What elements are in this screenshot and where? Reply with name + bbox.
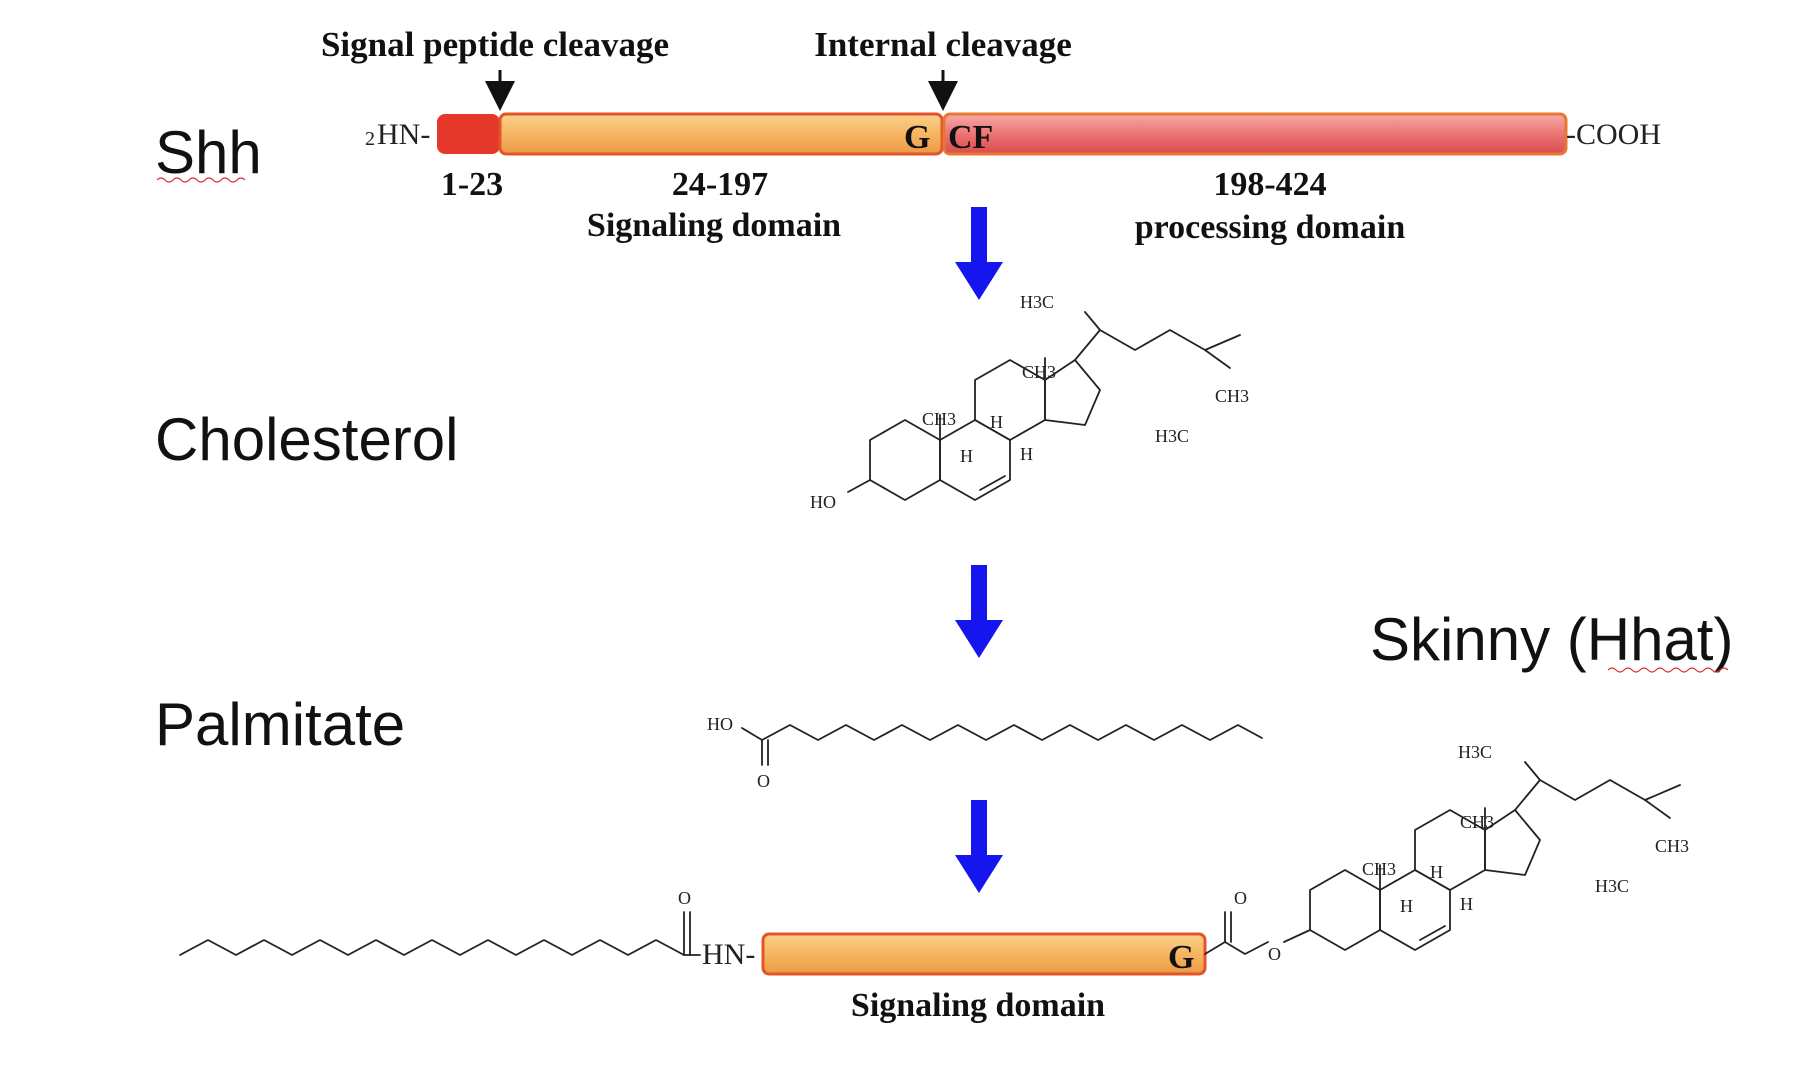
- ch3-label: CH3: [1215, 386, 1249, 406]
- signal-range-label: 1-23: [441, 166, 503, 203]
- processing-domain-segment: [942, 112, 1568, 156]
- double-bond: [979, 475, 1006, 491]
- attached-cholesterol: H3C CH3 CH3 H3C CH3 H H H: [1283, 742, 1689, 951]
- cholesterol-label: Cholesterol: [155, 406, 459, 473]
- methyl-bond: [1204, 349, 1231, 369]
- section-label-skinny: Skinny (Hhat): [1370, 606, 1733, 673]
- cholesterol-molecule: H3C CH3 CH3 H3C CH3 H H H HO: [810, 292, 1249, 512]
- down-arrow-icon: [955, 207, 1003, 300]
- ch3-label: CH3: [1460, 812, 1494, 832]
- ring-b: [939, 419, 1011, 501]
- wedge-bond: [847, 479, 871, 493]
- side-chain: [1514, 779, 1681, 811]
- residue-cf-label: CF: [948, 119, 993, 156]
- section-label-shh: Shh: [155, 119, 262, 186]
- c-terminus-label: -COOH: [1566, 118, 1661, 151]
- h3c-label: H3C: [1458, 742, 1492, 762]
- o-label: O: [757, 771, 770, 791]
- processing-range-label: 198-424: [1213, 166, 1326, 203]
- methyl-bond: [1644, 799, 1671, 819]
- o-label: O: [1234, 888, 1247, 908]
- ch3-label: CH3: [1362, 859, 1396, 879]
- shh-precursor: Signal peptide cleavage Internal cleavag…: [321, 25, 1661, 246]
- down-arrow-icon: [955, 800, 1003, 893]
- ch3-label: CH3: [922, 409, 956, 429]
- signaling-domain-label: Signaling domain: [587, 207, 841, 244]
- ring-b: [1379, 869, 1451, 951]
- ho-label: HO: [810, 492, 836, 512]
- palmitate-molecule: HO O: [707, 714, 1263, 791]
- o-label: O: [678, 888, 691, 908]
- h3c-label: H3C: [1595, 876, 1629, 896]
- spellcheck-squiggle: [156, 177, 246, 183]
- skinny-label: Skinny (Hhat): [1370, 606, 1733, 673]
- h3c-label: H3C: [1155, 426, 1189, 446]
- ring-d: [1044, 359, 1101, 426]
- ho-label: HO: [707, 714, 733, 734]
- internal-cleavage-label: Internal cleavage: [814, 25, 1072, 64]
- h-label: H: [1020, 444, 1033, 464]
- h-label: H: [1400, 896, 1413, 916]
- mature-shh: O HN- G Signaling domain O O H3C CH3 CH3…: [179, 742, 1689, 1024]
- h3c-label: H3C: [1020, 292, 1054, 312]
- side-chain: [1074, 329, 1241, 361]
- methyl-bond: [1084, 311, 1101, 331]
- residue-g-label: G: [1168, 939, 1194, 976]
- acid-bond: [741, 727, 763, 766]
- signal-peptide-segment: [437, 114, 500, 154]
- h-label: H: [1430, 862, 1443, 882]
- ring-a: [869, 419, 941, 501]
- h-label: H: [960, 446, 973, 466]
- palmitate-chain: [761, 724, 1263, 741]
- spellcheck-squiggle: [1607, 667, 1729, 673]
- ring-a: [1309, 869, 1381, 951]
- n-terminus-label: HN-: [377, 118, 430, 151]
- ch3-label: CH3: [1655, 836, 1689, 856]
- signaling-range-label: 24-197: [672, 166, 768, 203]
- wedge-bond: [1283, 929, 1311, 943]
- methyl-bond: [1524, 761, 1541, 781]
- double-bond: [1419, 925, 1446, 941]
- h-label: H: [1460, 894, 1473, 914]
- n-terminus-subscript: 2: [365, 128, 375, 150]
- o-ester-label: O: [1268, 944, 1281, 964]
- residue-g-label: G: [904, 119, 930, 156]
- hn-label: HN-: [702, 938, 755, 971]
- signaling-domain-segment: [498, 112, 944, 156]
- palmitate-label: Palmitate: [155, 691, 405, 758]
- palmitoyl-chain: [179, 939, 685, 956]
- ch3-label: CH3: [1022, 362, 1056, 382]
- mature-signaling-domain-label: Signaling domain: [851, 987, 1105, 1024]
- processing-domain-label: processing domain: [1135, 209, 1406, 246]
- ring-d: [1484, 809, 1541, 876]
- ester-bond: [1204, 941, 1269, 955]
- h-label: H: [990, 412, 1003, 432]
- signal-peptide-cleavage-label: Signal peptide cleavage: [321, 25, 669, 64]
- mature-signaling-domain: [761, 932, 1207, 976]
- down-arrow-icon: [955, 565, 1003, 658]
- shh-label: Shh: [155, 119, 262, 186]
